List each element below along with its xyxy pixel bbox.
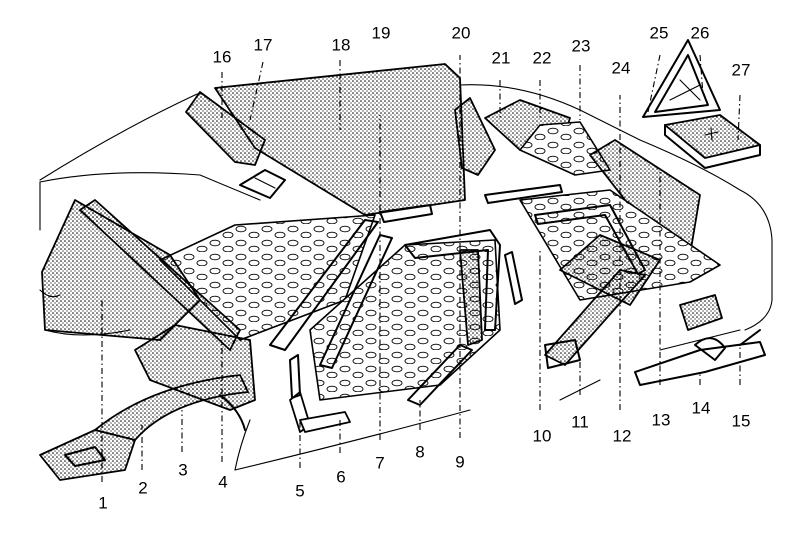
- sill-panel-left: [79, 199, 241, 351]
- callout-19: 19: [371, 23, 391, 43]
- callout-18: 18: [331, 35, 351, 55]
- callout-8: 8: [415, 442, 425, 462]
- callout-16: 16: [212, 47, 232, 67]
- callout-4: 4: [218, 472, 228, 492]
- rear-pillar-trim-left: [454, 97, 496, 176]
- b-pillar-trim-upper: [379, 204, 433, 223]
- rear-door-frame: [404, 229, 501, 331]
- sun-visor: [185, 91, 266, 166]
- rear-door-strip: [504, 251, 523, 305]
- front-floor-pan-front: [39, 429, 136, 481]
- front-floor-pan-front-inner: [64, 446, 106, 467]
- b-pillar-trim: [269, 219, 379, 351]
- rear-seat-back-strip: [484, 184, 563, 204]
- leader-lines: [101, 54, 741, 482]
- rear-light-insulation: [679, 294, 723, 331]
- centre-pillar-trim: [319, 234, 393, 369]
- rear-door-frame-lower: [407, 344, 473, 406]
- callout-25: 25: [649, 23, 669, 43]
- callout-11: 11: [571, 412, 589, 432]
- callout-15: 15: [731, 411, 751, 431]
- first-aid-kit: [664, 114, 761, 169]
- callout-27: 27: [731, 60, 751, 80]
- callout-6: 6: [336, 467, 346, 487]
- callout-14: 14: [691, 398, 711, 418]
- callout-1: 1: [98, 493, 108, 513]
- front-floor-pan-left: [41, 199, 201, 341]
- rear-pillar-strip: [459, 249, 483, 346]
- callout-5: 5: [295, 481, 305, 501]
- callout-3: 3: [178, 460, 188, 480]
- door-sill-post: [289, 354, 301, 399]
- car-body-outline: [39, 84, 773, 471]
- callout-9: 9: [455, 452, 465, 472]
- callout-24: 24: [611, 58, 631, 78]
- parcel-shelf-insulation: [519, 121, 611, 176]
- callout-7: 7: [375, 453, 385, 473]
- callout-12: 12: [612, 426, 632, 446]
- callout-21: 21: [491, 48, 511, 68]
- car-jack: [634, 329, 766, 386]
- callout-26: 26: [690, 23, 710, 43]
- callout-2: 2: [138, 478, 148, 498]
- kick-panel: [134, 324, 256, 411]
- warning-triangle: [642, 39, 721, 118]
- callout-23: 23: [571, 36, 591, 56]
- callout-13: 13: [651, 410, 671, 430]
- callout-22: 22: [532, 48, 552, 68]
- interior-mirror: [239, 169, 286, 199]
- callout-20: 20: [451, 23, 471, 43]
- callout-17: 17: [253, 35, 273, 55]
- rear-quarter-trim-end: [544, 339, 581, 369]
- door-sill-rear: [299, 411, 351, 433]
- callout-10: 10: [532, 426, 552, 446]
